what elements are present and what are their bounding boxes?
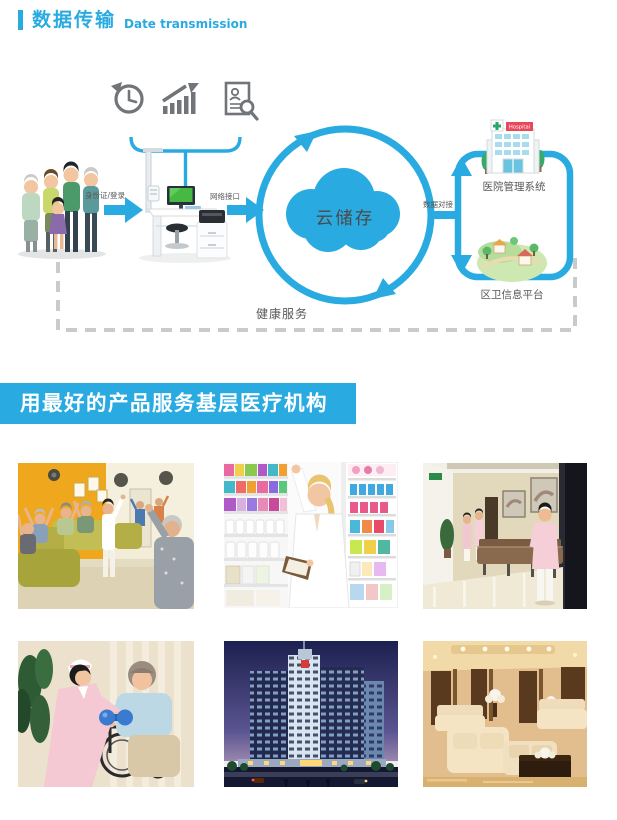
health-service-loop	[56, 252, 577, 332]
photo-hospital-building	[224, 641, 398, 787]
seated-seniors	[18, 500, 94, 554]
photo-rehabilitation-exercise	[18, 641, 194, 787]
section-subtitle: Date transmission	[124, 16, 248, 31]
plant	[18, 649, 53, 743]
section-title: 数据传输	[32, 9, 117, 31]
label-cloud-storage: 云储存	[315, 209, 375, 229]
pharmacist-figure	[282, 464, 350, 608]
photo-pharmacy-shelves	[224, 462, 398, 608]
label-network-port: 网络接口	[210, 192, 240, 201]
photo-senior-activity-room	[18, 463, 194, 609]
nurse-leading	[102, 494, 126, 577]
senior-foreground	[145, 504, 194, 609]
section-banner: 用最好的产品服务基层医疗机构	[0, 383, 356, 424]
header-accent-bar	[18, 9, 23, 30]
family-group-illustration	[18, 161, 106, 259]
label-hospital-system: 医院管理系统	[482, 181, 546, 193]
label-district-platform: 区卫信息平台	[480, 289, 544, 301]
elderly-patient	[106, 661, 180, 777]
growth-chart-icon	[162, 83, 199, 114]
arrow-id-login	[104, 197, 143, 223]
hospital-sign-text: Hospital	[509, 125, 530, 131]
community-icon	[477, 237, 547, 282]
cloud-cycle	[255, 125, 460, 305]
dumbbell	[99, 709, 133, 726]
health-kiosk-illustration	[139, 148, 231, 263]
towers	[250, 641, 384, 761]
section-header: 数据传输 Date transmission	[18, 9, 247, 32]
left-shelf	[224, 462, 288, 608]
photo-lobby-interior	[423, 641, 587, 787]
mid-nurses	[462, 508, 484, 561]
arrow-network-port	[227, 197, 264, 223]
label-health-service: 健康服务	[256, 307, 309, 321]
ceiling-lights	[433, 646, 577, 659]
coffee-table	[519, 747, 571, 779]
hospital-icon: Hospital	[481, 119, 545, 174]
label-data-link: 数据对接	[423, 200, 453, 209]
record-search-icon	[224, 81, 259, 121]
cloud-shape	[286, 168, 400, 252]
history-icon	[111, 82, 144, 114]
photo-clinic-corridor	[423, 463, 587, 609]
main-nurse	[529, 502, 559, 606]
right-shelf	[341, 462, 398, 608]
label-id-login: 身份证/登录	[85, 191, 126, 200]
